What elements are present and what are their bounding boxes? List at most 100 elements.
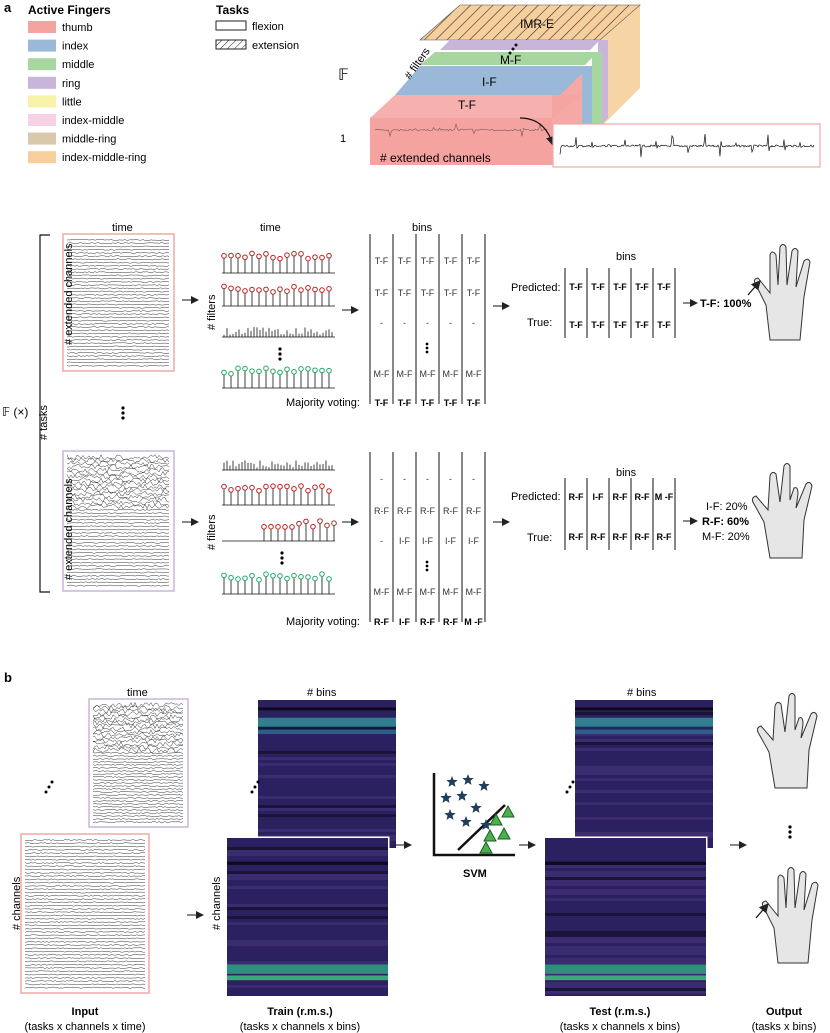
bin-cell: M-F — [420, 587, 436, 597]
tasks-brace — [39, 234, 50, 593]
bin-cell: M-F — [397, 369, 413, 379]
bin-cell: - — [472, 474, 475, 484]
legend-swatch — [28, 76, 56, 89]
channel-box-bottom — [62, 450, 175, 592]
caption-train-title: Train (r.m.s.) — [267, 1006, 333, 1018]
legend-label: ring — [62, 78, 80, 90]
caption-output-title: Output — [766, 1006, 802, 1018]
caption-input-title: Input — [72, 1006, 99, 1018]
pred-cell: M -F — [655, 492, 674, 502]
result-bottom-line2: R-F: 60% — [702, 516, 749, 528]
bin-cell: - — [380, 318, 383, 328]
output-ellipsis — [788, 825, 792, 839]
true-cell: R-F — [657, 532, 672, 542]
filters-label-top: # filters — [206, 294, 218, 330]
input-stack-ellipsis — [44, 780, 54, 794]
vote-cell: T-F — [375, 398, 389, 408]
pred-cell: T-F — [657, 282, 671, 292]
legend-label: little — [62, 96, 82, 108]
true-cell: R-F — [635, 532, 650, 542]
zoom-signal-trace — [559, 133, 815, 158]
tensor-channels-label: # extended channels — [380, 151, 491, 165]
filters-time-label: time — [260, 222, 281, 234]
pred-cell: I-F — [593, 492, 604, 502]
input-channels-label: # channels — [11, 876, 23, 930]
bin-cell: - — [472, 318, 475, 328]
input-front-traces — [24, 839, 146, 989]
majority-voting-bottom: Majority voting: — [286, 616, 360, 628]
vote-cell: T-F — [467, 398, 481, 408]
legend-swatch — [28, 132, 56, 145]
result-bottom-line1: I-F: 20% — [706, 501, 748, 513]
caption-input-sub: (tasks x channels x time) — [24, 1021, 145, 1033]
legend-label: middle — [62, 59, 94, 71]
vote-cell: T-F — [421, 398, 435, 408]
bin-cell: M-F — [466, 587, 482, 597]
tensor-stack: IMR-E M-F I-F T-F — [370, 4, 641, 165]
train-heatmap-front — [225, 836, 390, 998]
bin-cell: - — [426, 474, 429, 484]
test-stack-ellipsis — [565, 780, 575, 794]
true-cell: T-F — [657, 320, 671, 330]
extended-channels-top: # extended channels — [63, 243, 75, 345]
bin-cell: T-F — [444, 256, 458, 266]
bin-cell: T-F — [398, 256, 412, 266]
true-cell: T-F — [569, 320, 583, 330]
bin-cell: - — [426, 318, 429, 328]
vote-cell: I-F — [399, 617, 410, 627]
pred-cell: T-F — [635, 282, 649, 292]
tasks-axis-label: # tasks — [38, 405, 50, 440]
majority-voting-top: Majority voting: — [286, 397, 360, 409]
bin-cell: I-F — [399, 536, 410, 546]
legend-swatch — [28, 114, 56, 126]
bin-cell: R-F — [443, 506, 458, 516]
tensor-signal-trace — [374, 123, 548, 138]
predicted-label-top: Predicted: — [511, 282, 561, 294]
caption-test-title: Test (r.m.s.) — [590, 1006, 651, 1018]
bin-cell: R-F — [374, 506, 389, 516]
vote-cell: T-F — [398, 398, 412, 408]
bin-cell: I-F — [468, 536, 479, 546]
pred-bins-label-bottom: bins — [616, 467, 637, 479]
finger-legend: thumbindexmiddleringlittleindex-middlemi… — [28, 21, 146, 164]
pred-cell: R-F — [635, 492, 650, 502]
true-cell: R-F — [613, 532, 628, 542]
layer-m-f: M-F — [500, 53, 521, 67]
legend-label: thumb — [62, 22, 93, 34]
predicted-label-bottom: Predicted: — [511, 491, 561, 503]
legend-label: index-middle-ring — [62, 152, 146, 164]
input-back-box — [88, 698, 189, 828]
signal-zoom-box — [552, 123, 821, 168]
bin-cell: T-F — [421, 288, 435, 298]
legend-swatch — [28, 151, 56, 164]
test-heatmap-front — [543, 836, 708, 998]
flexion-swatch — [215, 20, 247, 31]
bin-cell: T-F — [421, 256, 435, 266]
flow-time-label: time — [112, 222, 133, 234]
true-cell: T-F — [613, 320, 627, 330]
legend-swatch — [28, 21, 56, 33]
svm-label: SVM — [463, 868, 487, 880]
legend-label: index-middle — [62, 115, 124, 127]
panel-b-label: b — [4, 670, 12, 685]
pred-cell: T-F — [613, 282, 627, 292]
output-hand-flex — [756, 693, 818, 789]
panel-a-label: a — [4, 0, 12, 15]
bin-cell: R-F — [420, 506, 435, 516]
f-times-label: 𝔽 (×) — [2, 405, 28, 419]
bin-cell: T-F — [375, 256, 389, 266]
true-cell: R-F — [569, 532, 584, 542]
vote-cell: R-F — [443, 617, 458, 627]
tasks-title: Tasks — [216, 3, 249, 17]
bin-cell: T-F — [375, 288, 389, 298]
flexion-label: flexion — [252, 21, 284, 33]
layer-t-f: T-F — [458, 98, 476, 112]
pred-cell: T-F — [569, 282, 583, 292]
vote-cell: R-F — [420, 617, 435, 627]
vote-cell: R-F — [374, 617, 389, 627]
bin-cell: T-F — [467, 288, 481, 298]
bin-cell: R-F — [466, 506, 481, 516]
bin-cell: I-F — [422, 536, 433, 546]
